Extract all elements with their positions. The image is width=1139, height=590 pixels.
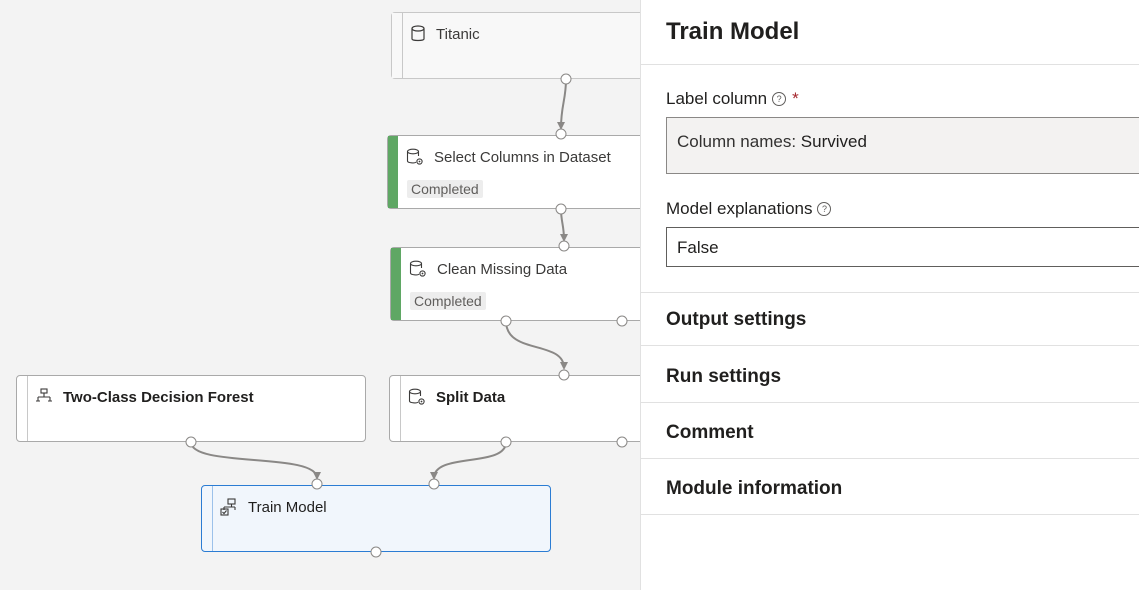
tree-icon [35, 388, 53, 406]
node-status-bar [17, 376, 28, 441]
node-title: Train Model [248, 499, 327, 516]
node-titanic[interactable]: Titanic [391, 12, 640, 79]
wire-split-train [430, 441, 507, 480]
node-title: Two-Class Decision Forest [63, 389, 254, 406]
divider [641, 292, 1139, 293]
node-select-columns[interactable]: Select Columns in Dataset Completed [387, 135, 640, 209]
node-clean-missing-data[interactable]: Clean Missing Data Completed [390, 247, 640, 321]
node-status-bar [390, 376, 401, 441]
divider [641, 402, 1139, 403]
node-train-model[interactable]: Train Model [201, 485, 551, 552]
divider [641, 345, 1139, 346]
output-port[interactable] [560, 73, 572, 85]
section-comment[interactable]: Comment [666, 422, 754, 443]
label-column-value: Survived [800, 132, 867, 151]
wire-titanic-select [557, 78, 567, 130]
node-title: Clean Missing Data [437, 261, 568, 278]
field-label-text: Model explanations [666, 199, 813, 218]
label-column-label: Label column ? * [666, 89, 799, 109]
module-gear-icon [409, 260, 427, 278]
input-port[interactable] [558, 369, 570, 381]
label-column-field[interactable]: Column names: Survived [666, 117, 1139, 174]
output-port[interactable] [555, 203, 567, 215]
required-mark: * [792, 89, 799, 108]
input-port[interactable] [311, 478, 323, 490]
divider [641, 458, 1139, 459]
input-port[interactable] [558, 240, 570, 252]
section-module-information[interactable]: Module information [666, 478, 843, 499]
help-icon[interactable]: ? [817, 202, 832, 216]
section-run-settings[interactable]: Run settings [666, 366, 782, 387]
pipeline-canvas[interactable]: Titanic Select Columns in Dataset Comple… [0, 0, 640, 590]
section-output-settings[interactable]: Output settings [666, 309, 807, 330]
divider [641, 64, 1139, 65]
model-explanations-dropdown[interactable]: False [666, 227, 1139, 267]
properties-panel: Train Model Label column ? * Column name… [640, 0, 1139, 590]
output-port[interactable] [370, 546, 382, 558]
status-badge: Completed [407, 180, 483, 198]
output-port[interactable] [616, 436, 628, 448]
output-port[interactable] [616, 315, 628, 327]
node-split-data[interactable]: Split Data [389, 375, 640, 442]
divider [641, 514, 1139, 515]
node-status-bar [388, 136, 398, 208]
node-two-class-decision-forest[interactable]: Two-Class Decision Forest [16, 375, 366, 442]
output-port[interactable] [185, 436, 197, 448]
train-icon [220, 498, 238, 516]
module-gear-icon [406, 148, 424, 166]
input-port[interactable] [555, 128, 567, 140]
node-status-bar [391, 248, 401, 320]
output-port[interactable] [500, 436, 512, 448]
wire-forest-train [190, 441, 321, 480]
output-port[interactable] [500, 315, 512, 327]
model-explanations-label: Model explanations ? [666, 199, 832, 219]
status-badge: Completed [410, 292, 486, 310]
label-column-prefix: Column names: [677, 132, 801, 151]
field-label-text: Label column [666, 89, 768, 108]
node-status-bar [202, 486, 213, 551]
node-title: Split Data [436, 389, 506, 406]
node-title: Titanic [436, 26, 480, 43]
panel-title: Train Model [666, 18, 800, 45]
input-port[interactable] [428, 478, 440, 490]
wire-clean-split [505, 320, 568, 370]
dataset-icon [410, 25, 428, 43]
dropdown-value: False [677, 238, 719, 257]
node-title: Select Columns in Dataset [434, 149, 611, 166]
help-icon[interactable]: ? [772, 92, 787, 106]
node-status-bar [392, 13, 403, 78]
module-gear-icon [408, 388, 426, 406]
